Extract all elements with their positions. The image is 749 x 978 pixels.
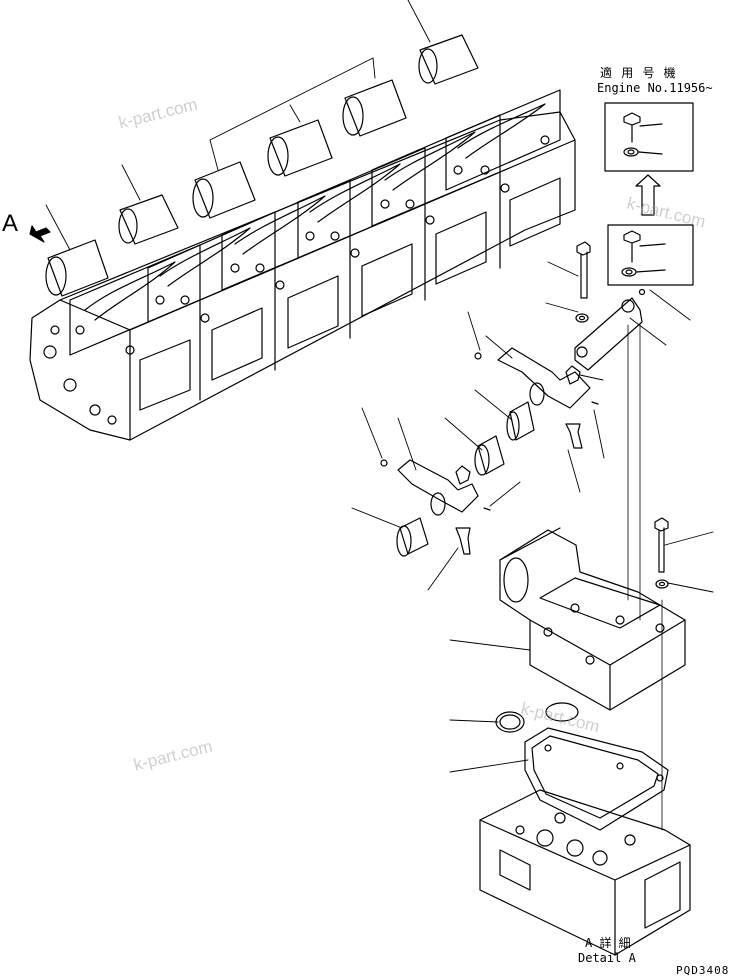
- nozzle-sleeves: [45, 34, 479, 297]
- leader-lines-right: [351, 261, 691, 591]
- engine-number: Engine No.11956~: [597, 81, 713, 95]
- view-arrow: [29, 225, 51, 243]
- cylinder-head-row: [29, 34, 576, 441]
- leader-lines-top: [45, 0, 431, 251]
- applicable-detail-box: [604, 102, 694, 286]
- leader-lines-detail: [449, 531, 714, 773]
- rocker-assembly: [380, 241, 646, 557]
- detail-label-en: Detail A: [578, 951, 636, 965]
- head-block-body: [29, 111, 576, 441]
- applicable-label-jp: 適 用 号 機: [600, 66, 677, 80]
- head-bolts: [75, 135, 550, 355]
- detail-label-jp: A 詳 細: [585, 936, 631, 950]
- detail-a-housing: [479, 324, 691, 956]
- part-code: PQD3408: [676, 964, 730, 977]
- view-marker-a: A: [2, 210, 19, 237]
- up-arrow-icon: [635, 174, 661, 216]
